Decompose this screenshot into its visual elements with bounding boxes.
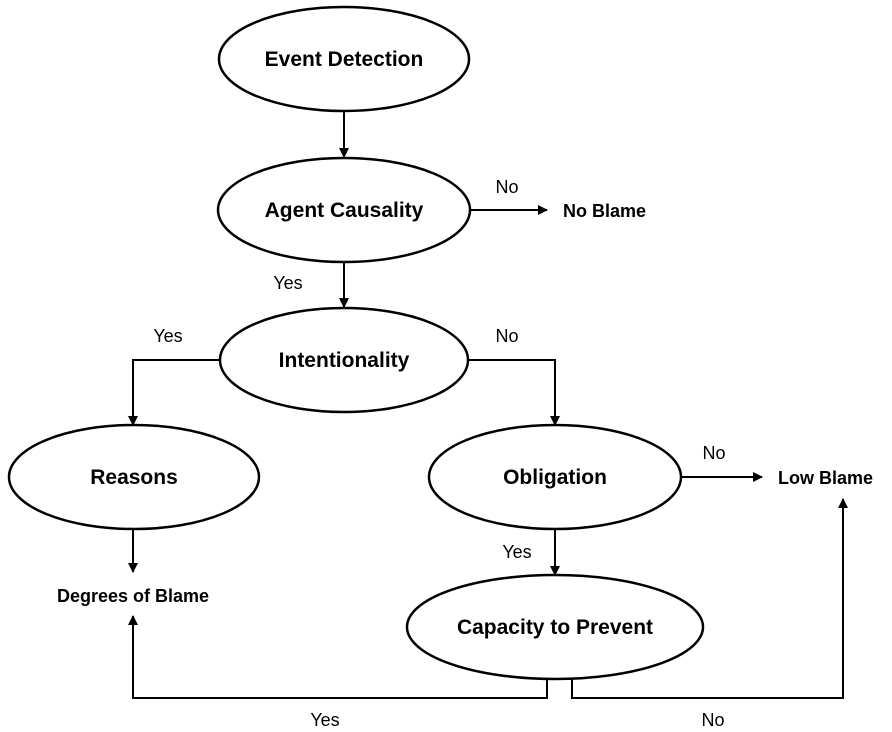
node-label: Reasons [90, 466, 178, 489]
edge-capacity-yes-to-degrees [128, 615, 548, 699]
node-intentionality: Intentionality [218, 306, 470, 414]
label-capacity-yes: Yes [310, 710, 339, 730]
node-reasons: Reasons [7, 423, 261, 531]
outcome-degrees-of-blame: Degrees of Blame [57, 586, 209, 606]
node-label: Obligation [503, 466, 607, 489]
node-obligation: Obligation [427, 423, 683, 531]
node-label: Agent Causality [265, 199, 424, 222]
node-capacity-to-prevent: Capacity to Prevent [405, 573, 705, 681]
outcome-no-blame: No Blame [563, 201, 646, 221]
node-agent-causality: Agent Causality [216, 156, 472, 264]
label-obligation-no: No [702, 443, 725, 463]
edge-intentionality-to-obligation [468, 359, 560, 426]
node-label: Capacity to Prevent [457, 616, 653, 639]
edge-capacity-no-to-low-blame [571, 498, 848, 699]
label-causality-no: No [495, 177, 518, 197]
node-label: Intentionality [279, 349, 410, 372]
node-event-detection: Event Detection [217, 5, 471, 113]
edge-intentionality-to-reasons [128, 359, 220, 426]
outcome-low-blame: Low Blame [778, 468, 873, 488]
label-intentionality-yes: Yes [153, 326, 182, 346]
label-intentionality-no: No [495, 326, 518, 346]
node-label: Event Detection [265, 48, 424, 71]
label-causality-yes: Yes [273, 273, 302, 293]
label-obligation-yes: Yes [502, 542, 531, 562]
label-capacity-no: No [701, 710, 724, 730]
